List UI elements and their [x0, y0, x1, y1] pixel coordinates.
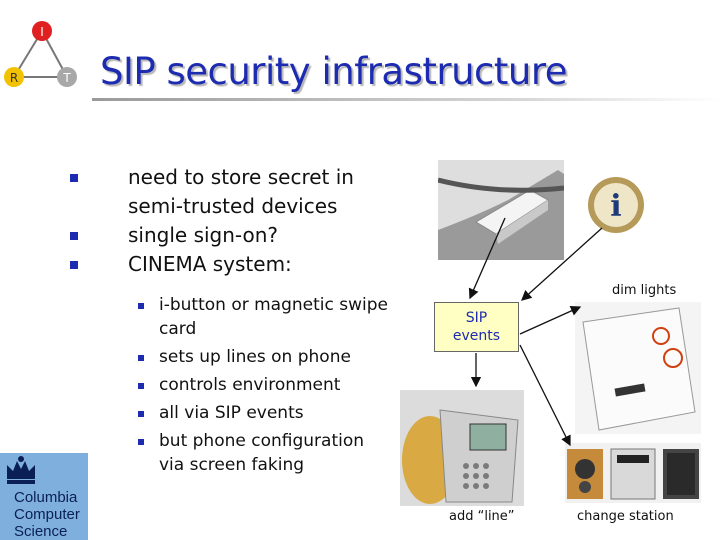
arrow-sip-to-stereo — [519, 344, 571, 447]
add-line-label: add “line” — [449, 509, 515, 524]
slide-title: SIP security infrastructure — [100, 50, 568, 93]
bullet-square-icon — [70, 232, 78, 240]
sip-events-box: SIP events — [434, 302, 519, 352]
bullet-square-icon — [138, 383, 144, 389]
info-glyph: i — [610, 189, 621, 224]
irt-letter-t: T — [62, 71, 71, 85]
stereo-image — [565, 443, 701, 503]
columbia-logo: Columbia Computer Science — [0, 453, 88, 540]
light-controller-image — [575, 302, 701, 434]
sub-bullet-item: i-button or magnetic swipe card — [138, 293, 388, 341]
sub-bullet-item: all via SIP events — [138, 401, 388, 425]
bullet-item: need to store secret in semi-trusted dev… — [70, 163, 390, 221]
sub-bullet-item: controls environment — [138, 373, 388, 397]
change-station-label: change station — [577, 509, 674, 524]
irt-letter-i: I — [40, 25, 44, 39]
irt-triangle-logo: I R T — [4, 21, 77, 87]
bullet-item: CINEMA system: — [70, 250, 390, 279]
crown-icon — [7, 456, 35, 484]
columbia-line1: Columbia — [14, 489, 78, 506]
arrow-sip-to-lights — [519, 305, 582, 335]
dim-lights-label: dim lights — [612, 283, 677, 298]
info-button-image: i — [583, 174, 649, 236]
bullet-square-icon — [70, 174, 78, 182]
title-underline — [92, 98, 720, 101]
columbia-line3: Science — [14, 523, 68, 540]
sub-bullet-list: i-button or magnetic swipe card sets up … — [138, 293, 388, 481]
bullet-square-icon — [138, 411, 144, 417]
magnetic-card-reader-image — [438, 160, 564, 260]
irt-letter-r: R — [10, 71, 18, 85]
bullet-list: need to store secret in semi-trusted dev… — [70, 163, 390, 279]
bullet-square-icon — [138, 303, 144, 309]
bullet-item: single sign-on? — [70, 221, 390, 250]
bullet-square-icon — [138, 355, 144, 361]
sip-phone-image — [400, 390, 524, 506]
sip-events-label: SIP events — [452, 310, 501, 344]
bullet-square-icon — [70, 261, 78, 269]
bullet-square-icon — [138, 439, 144, 445]
sub-bullet-item: but phone configuration via screen fakin… — [138, 429, 388, 477]
sub-bullet-item: sets up lines on phone — [138, 345, 388, 369]
columbia-line2: Computer — [14, 506, 80, 523]
